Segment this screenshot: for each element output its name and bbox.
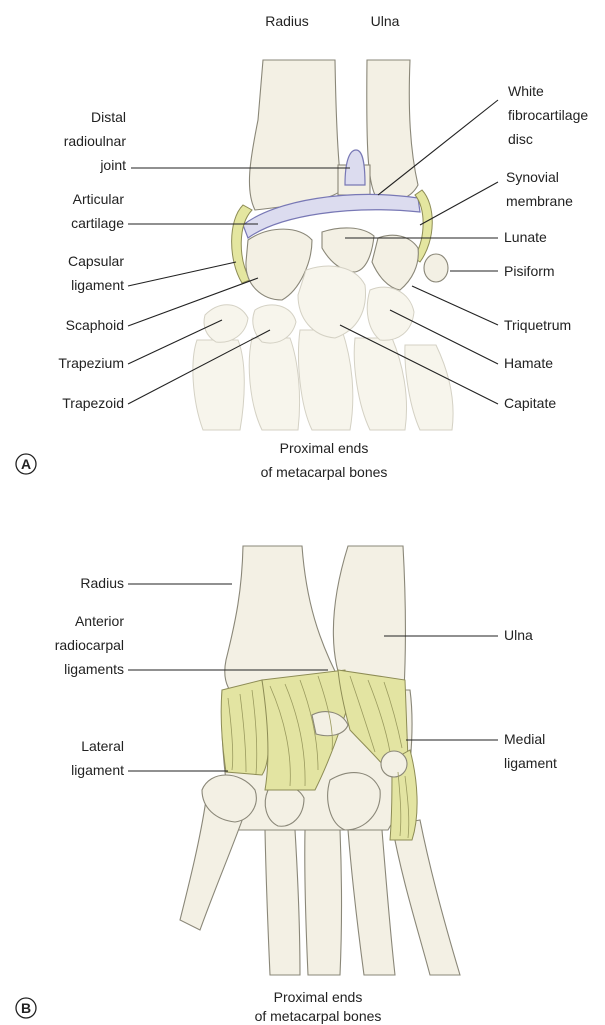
label-lateral-2: ligament	[71, 762, 124, 778]
label-synovial-1: Synovial	[506, 169, 559, 185]
label-white-3: disc	[508, 131, 533, 147]
radius-bone-a	[249, 60, 342, 210]
caption-b-2: of metacarpal bones	[255, 1008, 382, 1024]
panel-a: Radius Ulna Distal radioulnar joint Arti…	[16, 13, 588, 480]
label-distal-1: Distal	[91, 109, 126, 125]
caption-a-1: Proximal ends	[280, 440, 369, 456]
label-radius-b: Radius	[80, 575, 124, 591]
caption-a-2: of metacarpal bones	[261, 464, 388, 480]
label-trapezium: Trapezium	[58, 355, 124, 371]
badge-a: A	[16, 454, 36, 474]
metacarpal-bones-a	[193, 330, 453, 430]
label-lateral-1: Lateral	[81, 738, 124, 754]
label-medial-1: Medial	[504, 731, 545, 747]
triquetrum-bone	[372, 235, 418, 290]
trapezium-bone	[204, 305, 248, 342]
lunate-bone	[322, 228, 374, 272]
ulna-bone-b	[333, 546, 405, 690]
svg-text:B: B	[21, 1000, 31, 1016]
label-distal-2: radioulnar	[64, 133, 127, 149]
label-radius-a: Radius	[265, 13, 309, 29]
svg-text:A: A	[21, 456, 31, 472]
pisiform-bone-b	[381, 751, 407, 777]
hamate-bone	[367, 287, 414, 340]
label-hamate: Hamate	[504, 355, 553, 371]
trapezoid-bone	[253, 305, 296, 343]
label-white-1: White	[508, 83, 544, 99]
label-lunate: Lunate	[504, 229, 547, 245]
label-synovial-2: membrane	[506, 193, 573, 209]
label-ulna-a: Ulna	[371, 13, 400, 29]
label-scaphoid: Scaphoid	[66, 317, 124, 333]
badge-b: B	[16, 998, 36, 1018]
label-medial-2: ligament	[504, 755, 557, 771]
pisiform-bone	[424, 254, 448, 282]
label-capitate: Capitate	[504, 395, 556, 411]
label-anterior-1: Anterior	[75, 613, 124, 629]
label-anterior-2: radiocarpal	[55, 637, 124, 653]
label-articular-2: cartilage	[71, 215, 124, 231]
caption-b-1: Proximal ends	[274, 989, 363, 1005]
label-distal-3: joint	[99, 157, 126, 173]
panel-b: Radius Anterior radiocarpal ligaments La…	[16, 546, 557, 1024]
label-pisiform: Pisiform	[504, 263, 555, 279]
label-capsular-1: Capsular	[68, 253, 124, 269]
label-capsular-2: ligament	[71, 277, 124, 293]
label-triquetrum: Triquetrum	[504, 317, 571, 333]
label-articular-1: Articular	[73, 191, 125, 207]
lateral-ligament	[221, 680, 269, 775]
label-white-2: fibrocartilage	[508, 107, 588, 123]
label-anterior-3: ligaments	[64, 661, 124, 677]
label-ulna-b: Ulna	[504, 627, 533, 643]
capitate-bone	[298, 266, 366, 338]
ulna-bone-a	[367, 60, 418, 200]
label-trapezoid: Trapezoid	[62, 395, 124, 411]
